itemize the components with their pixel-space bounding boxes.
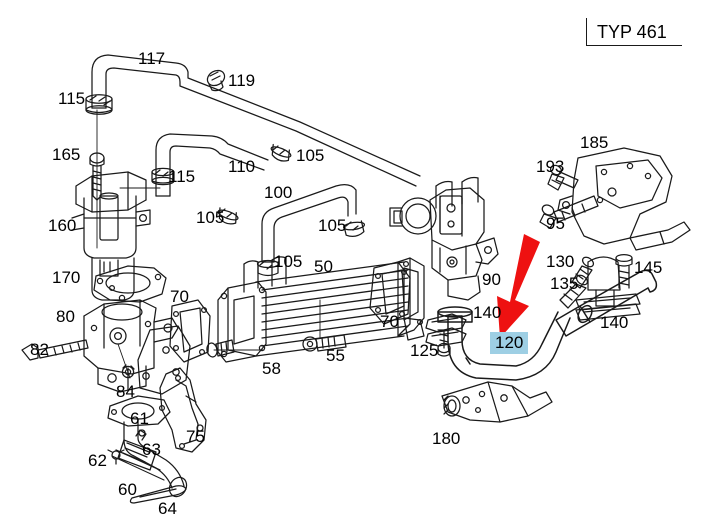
bolt-82 — [21, 339, 89, 361]
part-62-clip — [107, 449, 125, 465]
clamp-105-a — [270, 143, 292, 162]
callout-130: 130 — [546, 252, 575, 271]
callout-165: 165 — [52, 145, 81, 164]
part-160-valve — [71, 171, 151, 301]
part-185-bracket — [557, 147, 691, 251]
callout-75: 75 — [186, 427, 205, 446]
callout-119: 119 — [228, 71, 256, 90]
screw-55 — [302, 334, 347, 352]
callout-84: 84 — [116, 382, 135, 401]
callout-170: 170 — [52, 268, 81, 287]
bolt-125 — [437, 329, 451, 357]
screw-58 — [206, 339, 235, 358]
callout-140: 140 — [600, 313, 629, 332]
part-50-cooler — [217, 256, 425, 363]
callout-115: 115 — [58, 89, 86, 108]
callout-140: 140 — [473, 303, 502, 322]
part-90-valve — [389, 176, 499, 301]
bolt-130 — [571, 256, 595, 289]
part-84-nut — [121, 364, 135, 379]
clamp-115-upper — [85, 94, 113, 115]
callout-50: 50 — [314, 257, 333, 276]
callout-185: 185 — [580, 133, 609, 152]
callout-110: 110 — [228, 157, 256, 176]
callout-62: 62 — [88, 451, 107, 470]
callout-145: 145 — [634, 258, 663, 277]
callout-117: 117 — [138, 49, 166, 68]
type-badge: TYP 461 — [586, 18, 682, 46]
callout-95: 95 — [546, 214, 565, 233]
gasket-70-left — [169, 299, 211, 363]
callout-160: 160 — [48, 216, 77, 235]
pointer-arrow — [497, 234, 540, 338]
callout-63: 63 — [142, 440, 161, 459]
leader-84 — [117, 343, 131, 379]
callout-64: 64 — [158, 499, 177, 518]
callout-125: 125 — [410, 341, 439, 360]
callout-180: 180 — [432, 429, 461, 448]
callout-105: 105 — [318, 216, 347, 235]
bolt-193 — [547, 164, 579, 191]
part-64-seal — [129, 485, 187, 504]
callout-55: 55 — [326, 346, 345, 365]
bolt-145 — [615, 253, 633, 289]
gasket-70-right — [369, 261, 411, 325]
hose-117 — [91, 54, 421, 187]
callout-115: 115 — [168, 167, 196, 186]
hose-110 — [155, 133, 269, 197]
part-180-bracket — [441, 381, 553, 423]
clamp-105-c — [342, 220, 366, 238]
callout-70: 70 — [380, 312, 399, 331]
callout-70: 70 — [170, 287, 189, 306]
callout-193: 193 — [536, 157, 565, 176]
callout-105: 105 — [274, 252, 303, 271]
callout-105: 105 — [296, 146, 325, 165]
clamp-119 — [206, 69, 226, 92]
connector-140-right — [575, 256, 641, 321]
callout-90: 90 — [482, 270, 501, 289]
bolt-95 — [539, 195, 599, 229]
callout-58: 58 — [262, 359, 281, 378]
part-75-bracket — [159, 367, 207, 453]
callout-60: 60 — [118, 480, 137, 499]
callout-82: 82 — [30, 340, 49, 359]
callout-100: 100 — [264, 183, 293, 202]
gasket-170 — [93, 265, 167, 303]
clamp-115-lower — [151, 167, 175, 186]
callout-105: 105 — [196, 208, 225, 227]
callout-61: 61 — [130, 409, 149, 428]
callout-135: 135 — [550, 274, 579, 293]
type-badge-label: TYP 461 — [597, 22, 667, 42]
clamp-105-b — [217, 207, 239, 225]
callout-120-selected[interactable]: 120 — [490, 332, 529, 354]
callout-80: 80 — [56, 307, 75, 326]
bolt-135 — [559, 274, 589, 309]
